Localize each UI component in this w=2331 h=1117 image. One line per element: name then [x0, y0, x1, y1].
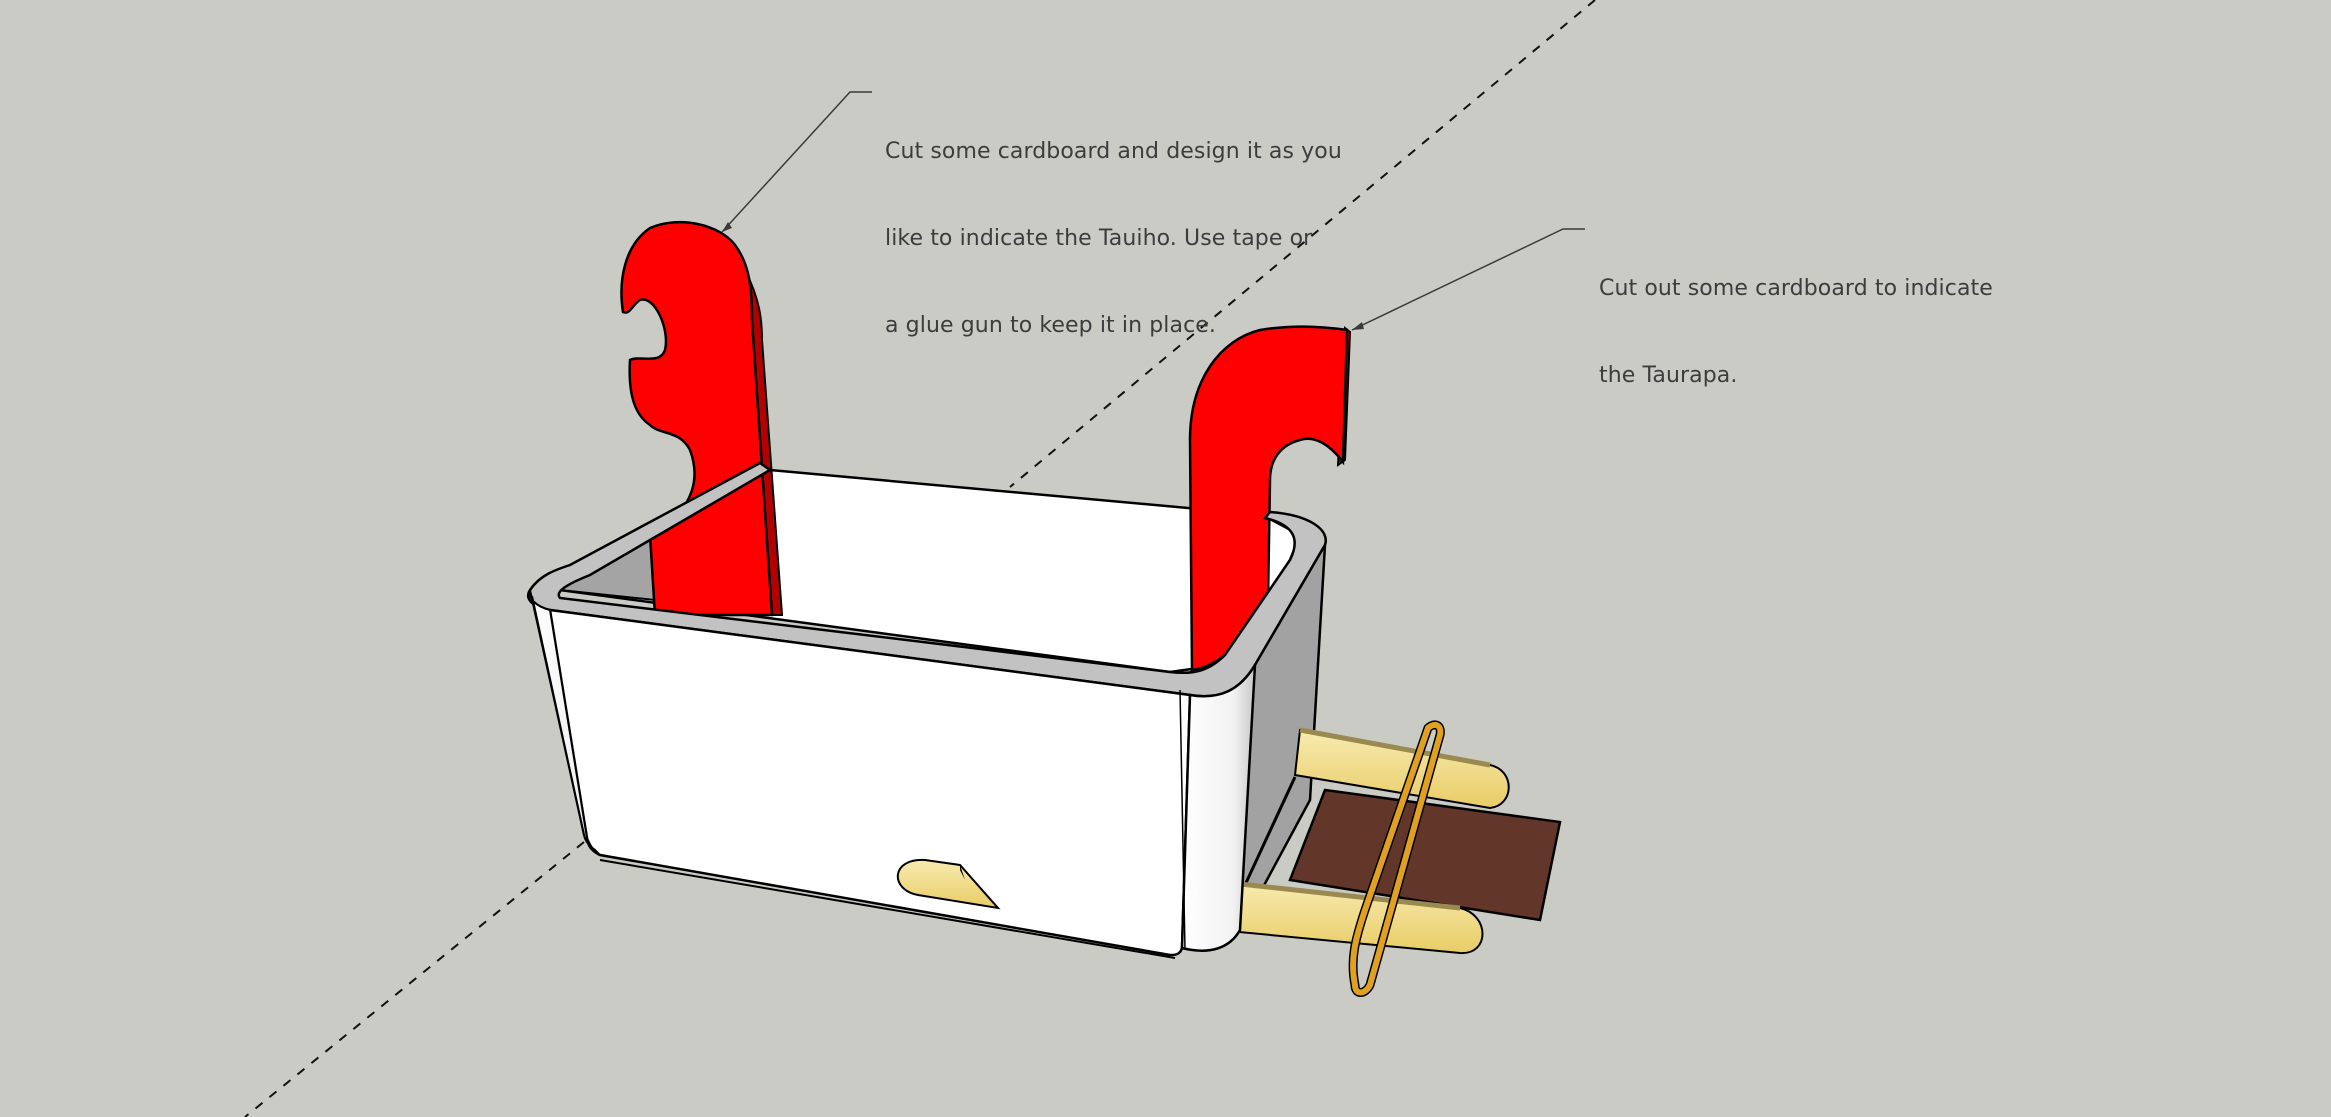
callout-taurapa-line-1: Cut out some cardboard to indicate	[1599, 276, 1993, 301]
box-front-face	[528, 589, 1257, 959]
leader-line-tauiho	[721, 91, 872, 233]
support-line	[1243, 776, 1297, 886]
taurapa-piece	[1188, 325, 1352, 672]
stick-tab-front	[896, 858, 1001, 910]
callout-tauiho: Cut some cardboard and design it as you …	[885, 79, 1342, 369]
callout-tauiho-line-1: Cut some cardboard and design it as you	[885, 139, 1342, 164]
popsicle-stick-lower	[1216, 879, 1484, 955]
axis-guide-line	[244, 0, 1596, 1117]
callout-taurapa-line-2: the Taurapa.	[1599, 363, 1738, 388]
callout-tauiho-line-2: like to indicate the Tauiho. Use tape or	[885, 226, 1313, 251]
brown-panel	[1288, 788, 1562, 922]
leader-line-taurapa	[1351, 228, 1585, 331]
popsicle-stick-upper	[1293, 727, 1510, 810]
ring-hoop	[1348, 720, 1445, 997]
tauiho-piece	[620, 220, 784, 617]
callout-taurapa: Cut out some cardboard to indicate the T…	[1599, 216, 1993, 419]
callout-tauiho-line-3: a glue gun to keep it in place.	[885, 313, 1216, 338]
